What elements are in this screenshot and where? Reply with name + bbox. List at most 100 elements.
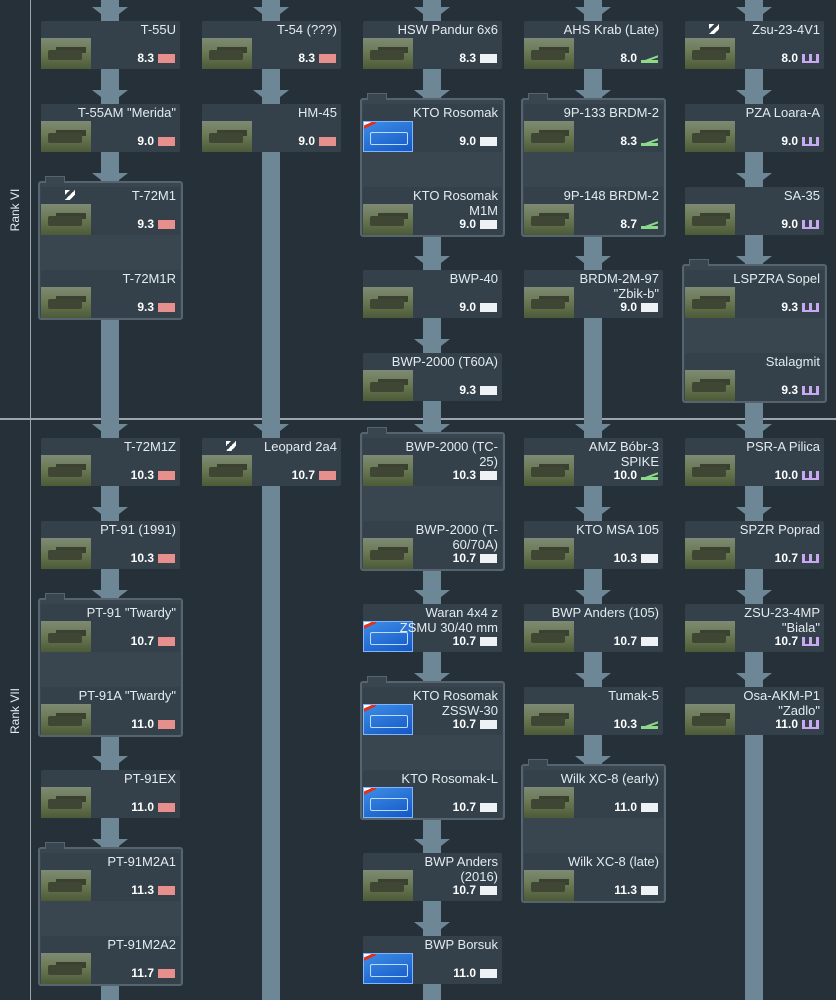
vehicle-name: Tumak-5 — [608, 688, 659, 703]
vehicle-card[interactable]: Wilk XC-8 (early)11.0 — [524, 770, 663, 818]
tree-arrow — [736, 7, 772, 21]
battle-rating: 10.7 — [452, 717, 476, 731]
light-class-icon — [480, 386, 497, 395]
battle-rating: 10.0 — [613, 468, 637, 482]
vehicle-card[interactable]: T-55U 8.3 — [41, 21, 180, 69]
vehicle-name: PT-91EX — [123, 771, 176, 786]
tree-arrow — [736, 424, 772, 438]
vehicle-name: T-55U — [140, 22, 176, 37]
vehicle-card[interactable]: Osa-AKM-P1 "Zadlo"11.0 — [685, 687, 824, 735]
tree-arrow — [736, 173, 772, 187]
spg-class-icon — [641, 137, 658, 146]
vehicle-thumbnail — [363, 787, 413, 818]
vehicle-card[interactable]: ZSU-23-4MP "Biala"10.7 — [685, 604, 824, 652]
tree-arrow — [575, 7, 611, 21]
battle-rating: 9.0 — [459, 134, 476, 148]
vehicle-card[interactable]: PT-91 "Twardy"10.7 — [41, 604, 180, 652]
vehicle-thumbnail — [41, 287, 91, 318]
battle-rating: 10.7 — [774, 551, 798, 565]
vehicle-card[interactable]: AHS Krab (Late)8.0 — [524, 21, 663, 69]
vehicle-card[interactable]: BWP-2000 (TC-25)10.3 — [363, 438, 502, 486]
battle-rating: 10.7 — [613, 634, 637, 648]
vehicle-card[interactable]: BRDM-2M-97 "Zbik-b"9.0 — [524, 270, 663, 318]
light-class-icon — [641, 886, 658, 895]
vehicle-name: PSR-A Pilica — [746, 439, 820, 454]
vehicle-name: AHS Krab (Late) — [563, 22, 659, 37]
battle-rating: 11.0 — [775, 717, 798, 731]
vehicle-card[interactable]: T-55AM "Merida"9.0 — [41, 104, 180, 152]
vehicle-card[interactable]: T-54 (???)8.3 — [202, 21, 341, 69]
poland-flag-icon — [364, 954, 376, 961]
vehicle-card[interactable]: PT-91 (1991)10.3 — [41, 521, 180, 569]
heavy-class-icon — [158, 720, 175, 729]
vehicle-card[interactable]: SPZR Poprad 10.7 — [685, 521, 824, 569]
light-class-icon — [641, 554, 658, 563]
battle-rating: 11.0 — [131, 717, 154, 731]
vehicle-name: SPZR Poprad — [739, 522, 820, 537]
vehicle-name: PT-91M2A1 — [107, 854, 176, 869]
group-tab — [45, 593, 65, 600]
vehicle-thumbnail — [524, 121, 574, 152]
battle-rating: 8.3 — [137, 51, 154, 65]
vehicle-card[interactable]: KTO Rosomak 9.0 — [363, 104, 502, 152]
vehicle-name: KTO MSA 105 — [576, 522, 659, 537]
vehicle-card[interactable]: Leopard 2a4 10.7 — [202, 438, 341, 486]
vehicle-name: Leopard 2a4 — [226, 439, 337, 454]
poland-flag-icon — [364, 622, 376, 629]
battle-rating: 10.7 — [291, 468, 315, 482]
vehicle-card[interactable]: PT-91A "Twardy"11.0 — [41, 687, 180, 735]
vehicle-name: Waran 4x4 z ZSMU 30/40 mm — [399, 605, 498, 635]
vehicle-card[interactable]: Wilk XC-8 (late)11.3 — [524, 853, 663, 901]
light-class-icon — [480, 637, 497, 646]
heavy-class-icon — [319, 137, 336, 146]
vehicle-thumbnail — [685, 455, 735, 486]
tree-arrow — [575, 590, 611, 604]
vehicle-thumbnail — [363, 621, 413, 652]
premium-squad-icon — [65, 190, 75, 200]
battle-rating: 10.3 — [613, 551, 637, 565]
vehicle-name: KTO Rosomak ZSSW-30 — [412, 688, 498, 718]
tree-arrow — [575, 673, 611, 687]
tree-arrow — [414, 256, 450, 270]
vehicle-card[interactable]: BWP-2000 (T60A)9.3 — [363, 353, 502, 401]
heavy-class-icon — [158, 969, 175, 978]
battle-rating: 11.3 — [131, 883, 154, 897]
battle-rating: 8.3 — [298, 51, 315, 65]
battle-rating: 9.3 — [781, 383, 798, 397]
tree-arrow — [253, 90, 289, 104]
vehicle-card[interactable]: KTO MSA 105 10.3 — [524, 521, 663, 569]
vehicle-card[interactable]: BWP Anders (2016)10.7 — [363, 853, 502, 901]
heavy-class-icon — [158, 137, 175, 146]
poland-flag-icon — [364, 122, 376, 129]
vehicle-thumbnail — [363, 38, 413, 69]
vehicle-name: KTO Rosomak — [412, 105, 498, 120]
vehicle-card[interactable]: PT-91M2A1 11.3 — [41, 853, 180, 901]
vehicle-name: PT-91 (1991) — [100, 522, 176, 537]
vehicle-card[interactable]: BWP-2000 (T-60/70A)10.7 — [363, 521, 502, 569]
vehicle-name: Osa-AKM-P1 "Zadlo" — [743, 688, 820, 718]
vehicle-card[interactable]: BWP Anders (105)10.7 — [524, 604, 663, 652]
